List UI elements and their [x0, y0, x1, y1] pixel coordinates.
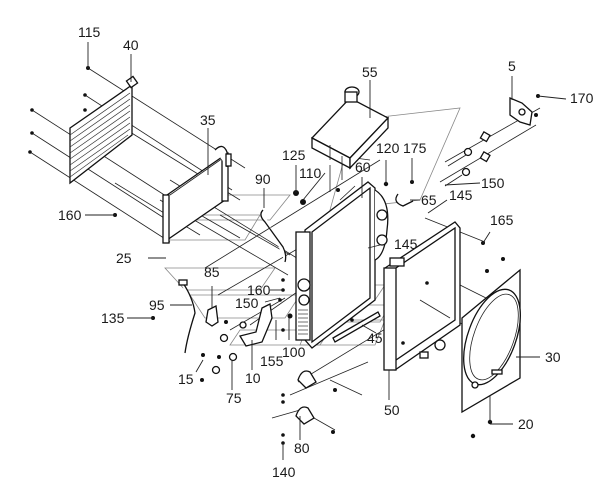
callout-35[interactable]: 35: [200, 112, 216, 128]
callout-50[interactable]: 50: [384, 402, 400, 418]
callout-80[interactable]: 80: [294, 440, 310, 456]
part-85-bracket: [205, 305, 219, 327]
callout-165[interactable]: 165: [490, 212, 514, 228]
part-40-louvered-panel: [69, 75, 139, 185]
callout-85[interactable]: 85: [204, 264, 220, 280]
callout-150-lower[interactable]: 150: [235, 295, 259, 311]
part-35-condenser: [162, 145, 232, 244]
part-55-expansion-tank: [310, 86, 390, 180]
part-5-bracket: [444, 97, 533, 187]
callout-160-upper[interactable]: 160: [58, 207, 82, 223]
callout-145-lower[interactable]: 145: [394, 236, 418, 252]
callout-145-upper[interactable]: 145: [449, 187, 473, 203]
callout-55[interactable]: 55: [362, 64, 378, 80]
callout-95[interactable]: 95: [149, 297, 165, 313]
callout-65[interactable]: 65: [421, 192, 437, 208]
callout-45[interactable]: 45: [367, 330, 383, 346]
callout-15[interactable]: 15: [178, 371, 194, 387]
callout-175[interactable]: 175: [403, 140, 427, 156]
part-50-radiator: [383, 221, 461, 371]
callout-60[interactable]: 60: [355, 159, 371, 175]
callout-160-lower[interactable]: 160: [247, 282, 271, 298]
callout-125[interactable]: 125: [282, 147, 306, 163]
part-95-hose: [178, 279, 196, 354]
callout-90[interactable]: 90: [255, 171, 271, 187]
callout-25[interactable]: 25: [116, 250, 132, 266]
part-60-charge-air-cooler: [295, 181, 389, 349]
leader-lines: [85, 42, 567, 460]
callout-100[interactable]: 100: [282, 344, 306, 360]
callout-30[interactable]: 30: [545, 349, 561, 365]
callout-135[interactable]: 135: [101, 310, 125, 326]
callout-155[interactable]: 155: [260, 353, 284, 369]
callout-110[interactable]: 110: [299, 165, 322, 181]
callout-75[interactable]: 75: [226, 390, 242, 406]
part-65-clip: [395, 193, 414, 207]
callout-140[interactable]: 140: [272, 464, 296, 480]
callout-120[interactable]: 120: [376, 140, 400, 156]
callout-170[interactable]: 170: [570, 90, 594, 106]
callout-labels: 115 40 35 160 125 90 110 55 60 120 175 6…: [58, 24, 594, 480]
callout-115[interactable]: 115: [78, 24, 101, 40]
callout-40[interactable]: 40: [123, 37, 139, 53]
callout-10[interactable]: 10: [245, 370, 261, 386]
callout-20[interactable]: 20: [518, 416, 534, 432]
callout-150-upper[interactable]: 150: [481, 175, 505, 191]
part-45-rail: [332, 311, 381, 343]
part-10-bracket: [238, 303, 273, 347]
part-80-mounts: [295, 370, 317, 425]
part-30-fan-shroud: [461, 268, 521, 414]
part-90-hose: [260, 209, 287, 263]
callout-5[interactable]: 5: [508, 58, 516, 74]
